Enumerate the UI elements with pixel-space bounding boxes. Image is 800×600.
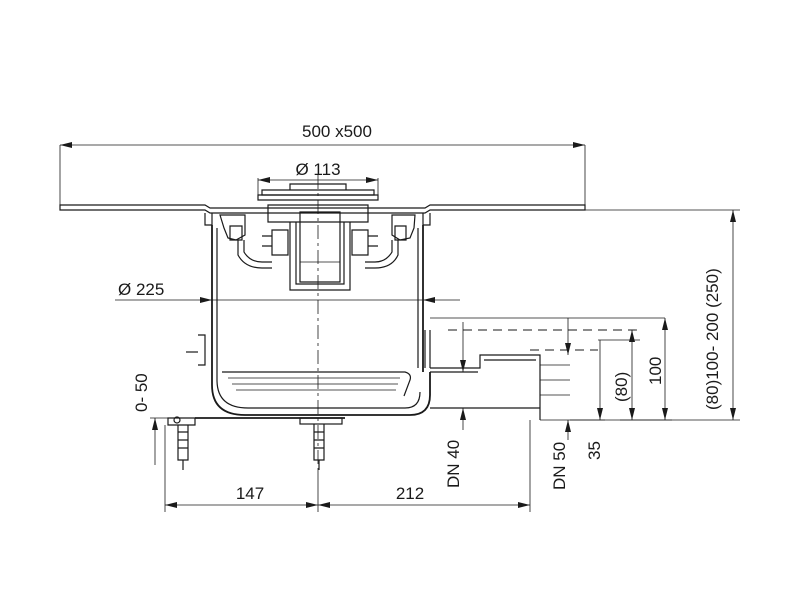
label-body-diameter: Ø 225 [118,280,164,299]
anchor-bolt-center [313,424,325,470]
label-dn50: DN 50 [550,442,569,490]
grate-assembly [219,183,416,291]
dimension-dn50 [565,318,571,440]
label-212: 212 [396,484,424,503]
anchor-bolt-left [167,334,206,470]
label-35: 35 [585,441,604,460]
label-left-height: 0- 50 [132,373,151,412]
dimension-dn40 [460,322,466,430]
label-grate-diameter: Ø 113 [295,160,340,179]
dimension-right-height [585,209,740,421]
label-right-height: (80)100- 200 (250) [703,268,722,410]
dimension-body-diameter [115,297,460,303]
label-80: (80) [612,372,631,402]
label-width-overall: 500 x500 [302,122,372,141]
label-147: 147 [236,484,264,503]
dimension-left-height [150,417,168,465]
dimension-bottom [164,420,531,512]
label-100: 100 [646,357,665,385]
dimension-width [59,142,586,205]
drain-body [195,213,431,425]
outlet-pipe [424,317,665,420]
dimension-80 [598,330,640,420]
label-dn40: DN 40 [444,440,463,488]
dimension-grate-diameter [257,177,379,195]
